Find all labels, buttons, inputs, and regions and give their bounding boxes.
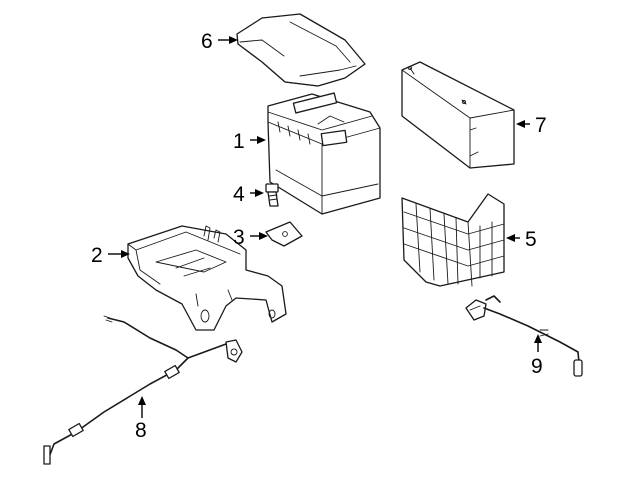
callout-leaders [108,36,542,418]
callout-2: 2 [91,244,103,267]
callout-4: 4 [233,183,245,206]
callout-7: 7 [535,114,547,137]
part-6-battery-cover [236,13,366,87]
callout-8: 8 [135,419,147,442]
part-9-battery-cable [465,295,583,377]
part-5-heat-shield [401,193,505,287]
part-1-battery [267,92,381,215]
part-4-bolt [265,183,279,207]
callout-6: 6 [201,30,213,53]
callout-5: 5 [525,228,537,251]
callout-3: 3 [233,226,245,249]
part-2-battery-tray [127,225,287,331]
part-7-battery-insulator [401,61,515,169]
callout-1: 1 [233,130,245,153]
part-8-battery-cable [43,315,243,465]
callout-9: 9 [531,355,543,378]
callout-labels: 6 1 4 3 2 7 5 8 9 [91,30,547,442]
part-3-hold-down-bracket [265,221,303,247]
